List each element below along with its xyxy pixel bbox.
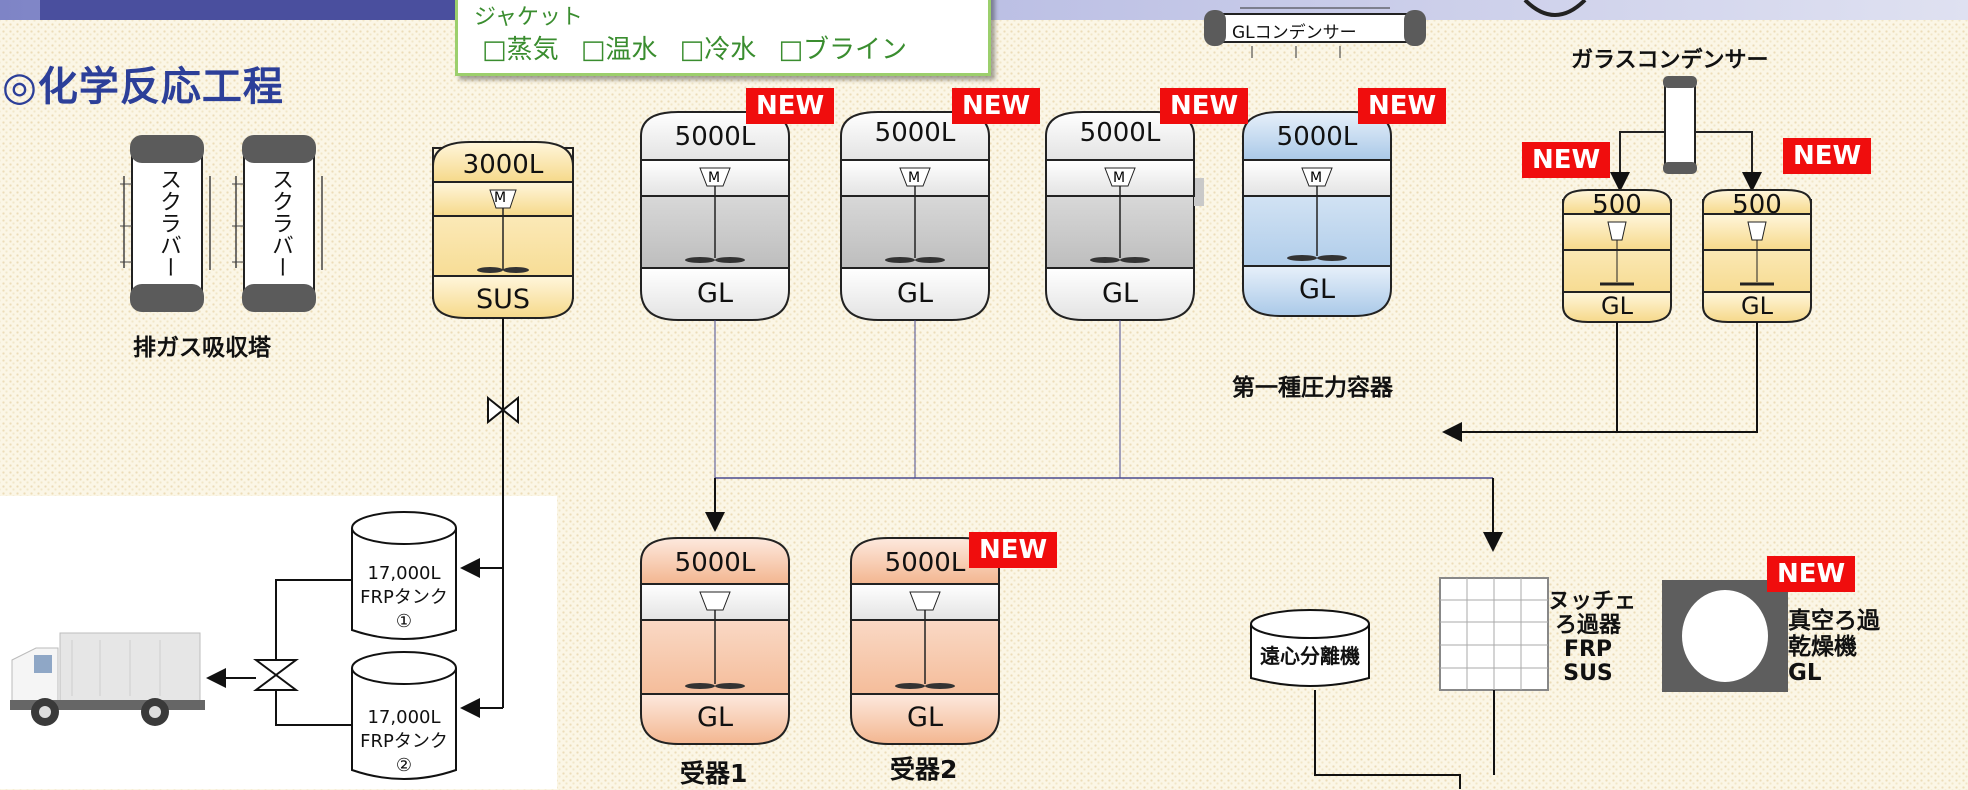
- reactor-2-material: GL: [897, 278, 933, 309]
- reactor-4-volume: 5000L: [1276, 122, 1358, 152]
- new-badge: NEW: [746, 88, 835, 124]
- vacuum-dryer: [1662, 580, 1788, 692]
- dryer-line-3: GL: [1788, 660, 1822, 686]
- motor-icon: M: [1310, 170, 1323, 186]
- title-bar-accent: [40, 0, 460, 20]
- tank-number: ①: [395, 611, 413, 632]
- receiver-1-material: GL: [697, 702, 733, 733]
- small-vessel-1-volume: 500: [1592, 190, 1642, 220]
- centrifuge-label: 遠心分離機: [1260, 644, 1360, 668]
- jacket-legend: ジャケット □蒸気 □温水 □冷水 □ブライン: [455, 0, 991, 76]
- tank-type: FRPタンク: [360, 587, 448, 608]
- jacket-title: ジャケット: [474, 5, 583, 30]
- nutsche-line-2: ろ過器: [1554, 613, 1621, 638]
- small-vessel-2: [1702, 189, 1812, 323]
- small-vessel-1: [1562, 189, 1672, 323]
- motor-icon: M: [1113, 170, 1126, 186]
- new-badge: NEW: [1767, 556, 1856, 592]
- nutsche-filter: [1439, 577, 1549, 775]
- frp-tank-2-label: 17,000L FRPタンク ②: [352, 706, 456, 778]
- nutsche-line-3: FRP: [1563, 637, 1613, 662]
- gl-condenser-label: GLコンデンサー: [1232, 23, 1357, 43]
- tank-number: ②: [395, 755, 413, 776]
- tank-capacity: 17,000L: [367, 707, 441, 728]
- sus-transfer-line: [460, 318, 519, 718]
- scrubber-1-label: スクラバー: [156, 168, 181, 278]
- reactor-4-material: GL: [1299, 274, 1335, 305]
- receiver-1-volume: 5000L: [674, 548, 756, 578]
- reactor-3-volume: 5000L: [1079, 118, 1161, 148]
- glass-condenser: [1610, 76, 1762, 192]
- small-vessel-2-material: GL: [1741, 292, 1773, 320]
- reactor-3: [1045, 111, 1204, 321]
- scrubber-caption: 排ガス吸収塔: [133, 335, 271, 361]
- frp-tank-1: [351, 511, 457, 640]
- reactor-4: [1242, 111, 1392, 317]
- new-badge: NEW: [1160, 88, 1249, 124]
- filtrate-line: [1314, 690, 1461, 789]
- tanker-truck-icon: [10, 632, 205, 726]
- new-badge: NEW: [1783, 138, 1872, 174]
- scrubber-1: [120, 135, 211, 312]
- dryer-line-1: 真空ろ過: [1788, 608, 1880, 634]
- receiver-1: [640, 537, 790, 745]
- new-badge: NEW: [1522, 142, 1611, 178]
- reactor-3000-sus: [432, 141, 574, 319]
- motor-icon: M: [708, 170, 721, 186]
- new-badge: NEW: [969, 532, 1058, 568]
- motor-icon: M: [494, 190, 507, 206]
- receiver-2: [850, 537, 1000, 745]
- tank-capacity: 17,000L: [367, 563, 441, 584]
- nutsche-label: ヌッチェ ろ過器 FRP SUS: [1548, 589, 1637, 686]
- reactor-sus-material: SUS: [475, 284, 531, 315]
- glass-condenser-label: ガラスコンデンサー: [1571, 48, 1769, 73]
- motor-icon: M: [908, 170, 921, 186]
- small-vessel-1-material: GL: [1601, 292, 1633, 320]
- nutsche-line-1: ヌッチェ: [1548, 589, 1637, 614]
- reactor-1-volume: 5000L: [674, 122, 756, 152]
- jacket-options: □蒸気 □温水 □冷水 □ブライン: [482, 35, 908, 65]
- dryer-line-2: 乾燥機: [1788, 634, 1857, 660]
- scrubber-2-label: スクラバー: [268, 168, 293, 278]
- receiver-2-material: GL: [907, 702, 943, 733]
- loading-line: [206, 579, 352, 726]
- frp-tank-1-label: 17,000L FRPタンク ①: [352, 562, 456, 634]
- reactor-drain-lines: [705, 320, 1503, 552]
- reactor-1: [640, 111, 790, 321]
- receiver-2-caption: 受器2: [890, 755, 958, 784]
- vacuum-dryer-label: 真空ろ過 乾燥機 GL: [1788, 608, 1880, 686]
- gl-condenser: [1204, 0, 1587, 58]
- tank-type: FRPタンク: [360, 731, 448, 752]
- receiver-1-caption: 受器1: [680, 759, 748, 788]
- nutsche-line-4: SUS: [1563, 661, 1613, 686]
- frp-tank-2: [351, 651, 457, 780]
- receiver-2-volume: 5000L: [884, 548, 966, 578]
- reactor-1-material: GL: [697, 278, 733, 309]
- scrubber-2: [232, 135, 323, 312]
- small-vessel-2-volume: 500: [1732, 190, 1782, 220]
- pressure-vessel-caption: 第一種圧力容器: [1232, 375, 1393, 401]
- new-badge: NEW: [952, 88, 1041, 124]
- page-title: ◎化学反応工程: [2, 64, 284, 110]
- reactor-3-material: GL: [1102, 278, 1138, 309]
- reactor-2: [840, 111, 990, 321]
- centrifuge: [1250, 609, 1370, 687]
- reactor-2-volume: 5000L: [874, 118, 956, 148]
- reactor-sus-volume: 3000L: [462, 150, 544, 180]
- small-vessel-drain: [1446, 322, 1758, 432]
- new-badge: NEW: [1358, 88, 1447, 124]
